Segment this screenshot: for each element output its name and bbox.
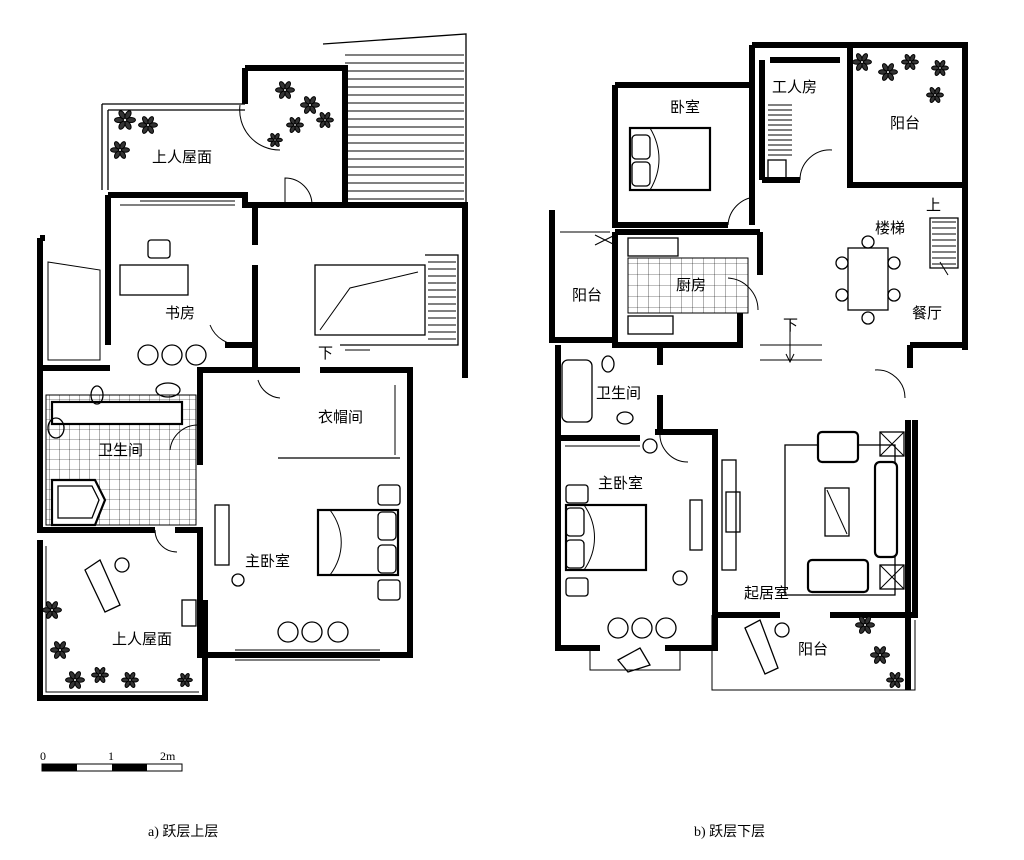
scale-label-1: 1: [108, 749, 114, 763]
caption-lower-floor: b) 跃层下层: [694, 824, 765, 840]
label-stair-down-upper: 下: [318, 346, 333, 362]
label-balcony-bottom: 阳台: [798, 641, 828, 658]
label-servant-room: 工人房: [772, 79, 817, 96]
upper-floor-labels: 上人屋面 书房 卫生间 衣帽间 主卧室 上人屋面 下 a) 跃层上层: [98, 149, 363, 840]
label-study: 书房: [165, 305, 195, 322]
scale-bar: 0 1 2m: [40, 749, 183, 772]
upper-floor-plan: [37, 33, 468, 701]
lower-floor-plan: [549, 42, 968, 691]
label-bathroom-lower: 卫生间: [596, 385, 641, 402]
label-balcony-left: 阳台: [572, 287, 602, 304]
caption-upper-floor: a) 跃层上层: [148, 824, 218, 840]
label-closet: 衣帽间: [318, 409, 363, 426]
scale-label-2m: 2m: [160, 749, 176, 763]
label-dining: 餐厅: [912, 305, 942, 322]
label-stair-up: 上: [926, 197, 941, 214]
lower-floor-labels: 卧室 工人房 阳台 楼梯 餐厅 阳台 厨房 卫生间 主卧室 起居室 阳台 上 下…: [572, 79, 942, 840]
label-master-bedroom-upper: 主卧室: [245, 553, 290, 570]
label-stair-down-lower: 下: [783, 318, 798, 334]
scale-label-0: 0: [40, 749, 46, 763]
label-roof-terrace-top: 上人屋面: [152, 149, 212, 166]
label-kitchen: 厨房: [676, 277, 706, 294]
label-bathroom-upper: 卫生间: [98, 442, 143, 459]
master-bed-upper: [316, 484, 401, 601]
label-stairs: 楼梯: [875, 220, 905, 237]
label-master-bedroom-lower: 主卧室: [598, 475, 643, 492]
label-bedroom: 卧室: [670, 99, 700, 116]
label-living-room: 起居室: [744, 585, 789, 602]
label-roof-terrace-bottom: 上人屋面: [112, 631, 172, 648]
label-balcony-top: 阳台: [890, 115, 920, 132]
external-stair: [322, 33, 467, 206]
